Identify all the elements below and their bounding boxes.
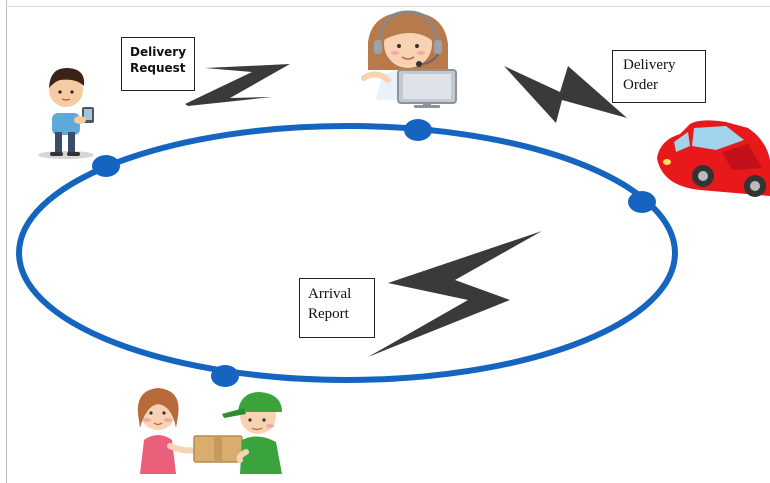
- delivery-order-label: Delivery Order: [612, 50, 706, 103]
- delivery-handover-icon: [137, 388, 282, 474]
- person-with-smartphone-icon: [38, 67, 94, 159]
- lightning-bolt-request-icon: [185, 64, 290, 106]
- frame-border-top: [6, 6, 770, 7]
- red-car-icon: [657, 120, 770, 197]
- lightning-bolt-arrival-icon: [368, 231, 542, 357]
- frame-border-left: [6, 0, 7, 483]
- ring-node-operator: [404, 119, 432, 141]
- ring-node-handover: [211, 365, 239, 387]
- operator-with-headset-icon: [361, 10, 457, 108]
- ring-node-car: [628, 191, 656, 213]
- lightning-bolt-order-icon: [504, 66, 627, 123]
- communication-ring: [16, 123, 678, 383]
- arrival-report-label: Arrival Report: [299, 278, 375, 338]
- ring-node-customer: [92, 155, 120, 177]
- delivery-request-label: Delivery Request: [121, 37, 195, 91]
